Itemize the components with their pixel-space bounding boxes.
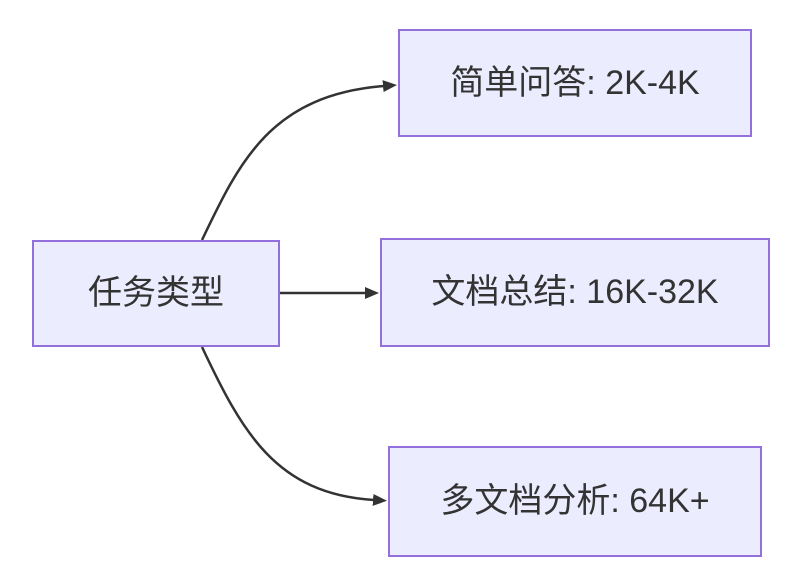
node-multi-doc-analysis-label: 多文档分析: 64K+ (440, 482, 710, 521)
node-simple-qa-label: 简单问答: 2K-4K (450, 63, 700, 102)
node-multi-doc-analysis: 多文档分析: 64K+ (388, 446, 762, 557)
node-task-type: 任务类型 (32, 240, 280, 347)
node-doc-summary-label: 文档总结: 16K-32K (431, 273, 719, 312)
node-task-type-label: 任务类型 (88, 274, 224, 313)
node-doc-summary: 文档总结: 16K-32K (380, 238, 770, 347)
edge-task-to-multi-doc (200, 346, 387, 506)
edge-task-to-simple-qa (200, 80, 397, 241)
node-simple-qa: 简单问答: 2K-4K (398, 29, 752, 137)
